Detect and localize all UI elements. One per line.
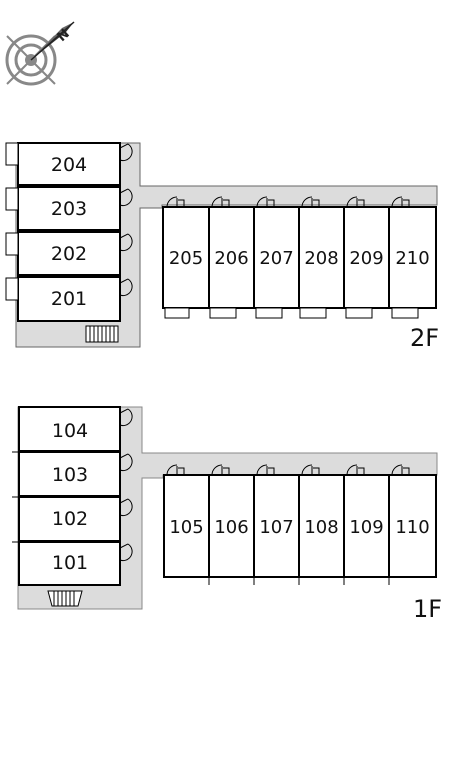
unit-label-201: 201 <box>51 288 87 310</box>
corridor-2f <box>15 142 438 348</box>
balcony <box>5 232 19 256</box>
unit-label-108: 108 <box>304 517 338 538</box>
unit-room <box>162 206 210 309</box>
door-icon <box>211 464 230 476</box>
left-units-1f: 104 103 102 101 <box>12 406 133 586</box>
compass-north-label: N <box>55 27 73 45</box>
floor-label-1f: 1F <box>413 595 442 623</box>
floor-label-2f: 2F <box>410 324 439 352</box>
unit-label-110: 110 <box>395 517 429 538</box>
balcony <box>209 307 237 319</box>
left-units-2f: 204 203 202 201 <box>5 142 133 322</box>
floor-2f: 204 203 202 201 <box>5 142 439 352</box>
unit-label-207: 207 <box>259 248 293 269</box>
unit-label-105: 105 <box>169 517 203 538</box>
door-icon <box>256 196 275 208</box>
door-icon <box>166 196 185 208</box>
door-icon <box>119 233 133 252</box>
door-icon <box>119 143 133 162</box>
door-icon <box>166 464 185 476</box>
unit-label-204: 204 <box>51 154 87 176</box>
unit-room <box>17 186 121 231</box>
door-icon <box>119 498 133 517</box>
balcony <box>5 142 19 166</box>
balcony <box>5 277 19 301</box>
unit-room <box>388 206 437 309</box>
right-units-2f: 205 206 207 208 209 210 <box>162 196 437 319</box>
unit-label-104: 104 <box>52 420 88 442</box>
stairs-icon <box>47 590 83 607</box>
door-icon <box>391 464 410 476</box>
balcony <box>5 187 19 211</box>
door-icon <box>119 543 133 562</box>
unit-room <box>208 474 255 578</box>
unit-label-102: 102 <box>52 508 88 530</box>
unit-label-210: 210 <box>395 248 429 269</box>
unit-label-206: 206 <box>214 248 248 269</box>
door-icon <box>346 464 365 476</box>
unit-label-208: 208 <box>304 248 338 269</box>
floor-1f: 104 103 102 101 <box>12 406 442 623</box>
balcony <box>391 307 419 319</box>
unit-label-109: 109 <box>349 517 383 538</box>
door-icon <box>346 196 365 208</box>
door-icon <box>301 464 320 476</box>
door-icon <box>301 196 320 208</box>
door-icon <box>119 408 133 427</box>
door-icon <box>211 196 230 208</box>
unit-room <box>298 474 345 578</box>
stairs-icon <box>85 325 119 343</box>
unit-label-203: 203 <box>51 198 87 220</box>
balcony <box>345 307 373 319</box>
compass-rose-icon <box>5 21 75 86</box>
balcony <box>299 307 327 319</box>
door-icon <box>119 453 133 472</box>
unit-label-202: 202 <box>51 243 87 265</box>
unit-room <box>17 276 121 322</box>
door-icon <box>391 196 410 208</box>
unit-label-209: 209 <box>349 248 383 269</box>
unit-label-205: 205 <box>169 248 203 269</box>
unit-room <box>388 474 437 578</box>
balcony <box>255 307 283 319</box>
unit-label-107: 107 <box>259 517 293 538</box>
unit-room <box>17 142 121 186</box>
balcony <box>164 307 190 319</box>
unit-room <box>163 474 210 578</box>
unit-room <box>18 406 121 452</box>
unit-room <box>343 206 390 309</box>
unit-room <box>18 496 121 542</box>
unit-room <box>18 541 121 586</box>
unit-label-101: 101 <box>52 552 88 574</box>
unit-room <box>253 206 300 309</box>
right-units-1f: 105 106 107 108 109 110 <box>163 464 437 585</box>
unit-label-103: 103 <box>52 464 88 486</box>
door-icon <box>119 188 133 207</box>
door-icon <box>256 464 275 476</box>
door-icon <box>119 278 133 297</box>
unit-label-106: 106 <box>214 517 248 538</box>
